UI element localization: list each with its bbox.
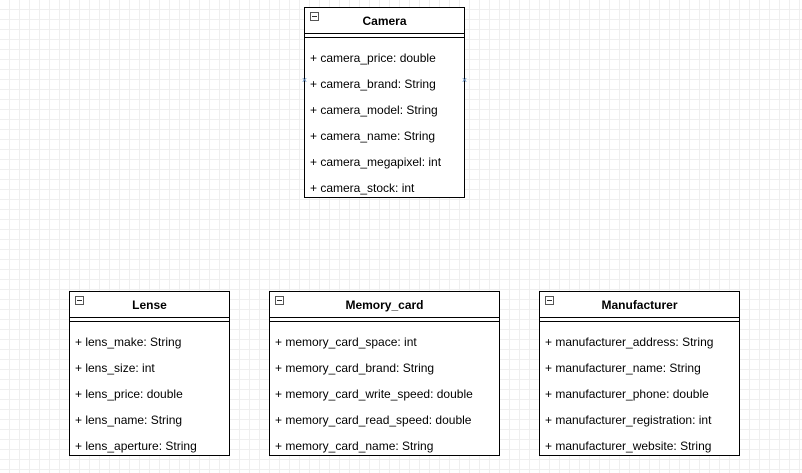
attribute[interactable]: + camera_megapixel: int: [310, 155, 442, 169]
class-divider: [270, 318, 499, 322]
class-manufacturer[interactable]: Manufacturer + manufacturer_address: Str…: [539, 291, 740, 456]
class-memory-card[interactable]: Memory_card + memory_card_space: int + m…: [269, 291, 500, 456]
attribute[interactable]: + manufacturer_address: String: [545, 335, 714, 349]
class-title: Manufacturer: [601, 298, 678, 312]
class-title: Lense: [132, 298, 167, 312]
attribute[interactable]: + lens_price: double: [75, 387, 183, 401]
attribute[interactable]: + manufacturer_registration: int: [545, 413, 712, 427]
attribute[interactable]: + lens_make: String: [75, 335, 182, 349]
attribute[interactable]: + lens_aperture: String: [75, 439, 197, 453]
collapse-icon[interactable]: [275, 296, 284, 305]
class-header: Lense: [70, 292, 229, 318]
attribute[interactable]: + lens_name: String: [75, 413, 183, 427]
class-divider: [70, 318, 229, 322]
attribute-list: + manufacturer_address: String + manufac…: [540, 322, 739, 459]
collapse-icon[interactable]: [310, 12, 319, 21]
attribute[interactable]: + memory_card_brand: String: [275, 361, 435, 375]
attribute-list: + lens_make: String + lens_size: int + l…: [70, 322, 229, 459]
class-header: Memory_card: [270, 292, 499, 318]
class-divider: [540, 318, 739, 322]
attribute[interactable]: + camera_name: String: [310, 129, 436, 143]
attribute[interactable]: + lens_size: int: [75, 361, 155, 375]
class-header: Manufacturer: [540, 292, 739, 318]
attribute-list: + memory_card_space: int + memory_card_b…: [270, 322, 499, 459]
attribute[interactable]: + memory_card_space: int: [275, 335, 417, 349]
connection-point-icon[interactable]: ×: [301, 75, 308, 85]
attribute[interactable]: + manufacturer_name: String: [545, 361, 701, 375]
attribute[interactable]: + manufacturer_phone: double: [545, 387, 709, 401]
attribute-list: + camera_price: double + camera_brand: S…: [305, 38, 464, 201]
attribute[interactable]: + camera_price: double: [310, 51, 436, 65]
class-header: Camera: [305, 8, 464, 34]
attribute[interactable]: + manufacturer_website: String: [545, 439, 712, 453]
class-divider: [305, 34, 464, 38]
class-title: Camera: [362, 14, 407, 28]
class-lense[interactable]: Lense + lens_make: String + lens_size: i…: [69, 291, 230, 456]
class-title: Memory_card: [345, 298, 424, 312]
attribute[interactable]: + camera_model: String: [310, 103, 438, 117]
attribute[interactable]: + memory_card_name: String: [275, 439, 434, 453]
attribute[interactable]: + memory_card_read_speed: double: [275, 413, 472, 427]
class-camera[interactable]: Camera + camera_price: double + camera_b…: [304, 7, 465, 198]
collapse-icon[interactable]: [75, 296, 84, 305]
connection-point-icon[interactable]: ×: [461, 75, 468, 85]
attribute[interactable]: + camera_brand: String: [310, 77, 436, 91]
attribute[interactable]: + memory_card_write_speed: double: [275, 387, 473, 401]
collapse-icon[interactable]: [545, 296, 554, 305]
attribute[interactable]: + camera_stock: int: [310, 181, 415, 195]
